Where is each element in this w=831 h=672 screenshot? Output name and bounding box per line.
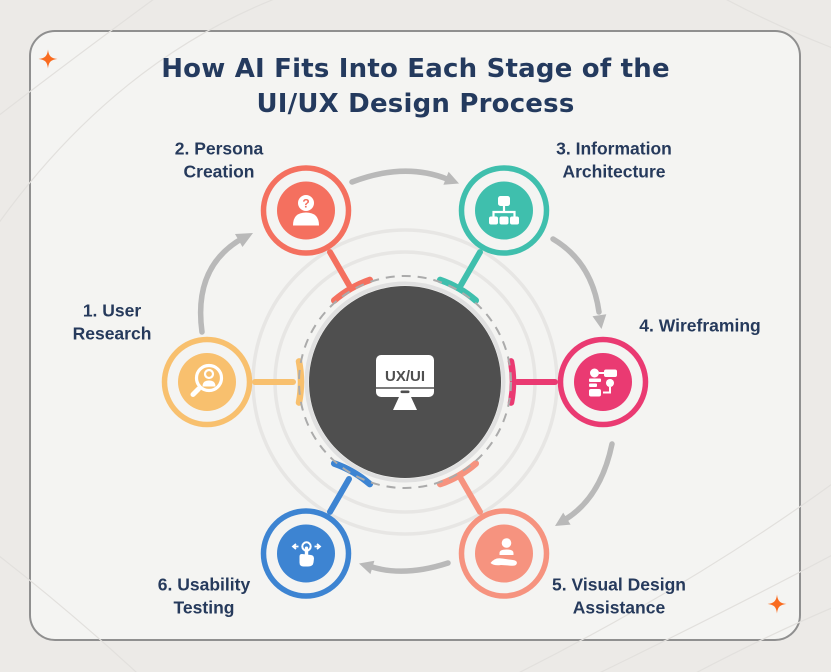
stage-label-persona-creation: 2. Persona Creation xyxy=(174,138,264,181)
flow-arrow-2-3 xyxy=(349,168,459,185)
flow-arrow-1-2 xyxy=(197,233,253,335)
stage-label-usability-testing: 6. Usability Testing xyxy=(157,574,251,617)
stage-label-visual-design-assistance: 5. Visual Design Assistance xyxy=(552,574,686,617)
center-label: UX/UI xyxy=(385,368,425,385)
page-title: How AI Fits Into Each Stage of the UI/UX… xyxy=(0,52,831,122)
tap-gesture-icon xyxy=(291,541,322,567)
flow-arrow-5-6 xyxy=(359,560,451,575)
central-hub: UX/UI xyxy=(298,275,512,489)
dashed-ring xyxy=(298,275,512,489)
stage-label-user-research: 1. User Research xyxy=(72,300,152,343)
stage-node-wireframing xyxy=(507,336,649,428)
stage-label-information-architecture: 3. Information Architecture xyxy=(556,138,672,181)
user-care-icon xyxy=(490,538,517,566)
sparkle-icon xyxy=(767,594,787,614)
flow-arrows xyxy=(197,168,615,575)
sitemap-icon xyxy=(489,196,519,225)
stage-node-persona-creation: ? xyxy=(260,165,374,304)
flow-arrow-3-4 xyxy=(550,236,607,329)
wireframe-icon xyxy=(589,368,617,397)
stage-label-wireframing: 4. Wireframing xyxy=(639,315,761,336)
stage-node-information-architecture xyxy=(436,165,550,304)
stage-node-visual-design-assistance xyxy=(436,460,550,599)
flow-arrow-4-5 xyxy=(555,441,615,526)
svg-text:?: ? xyxy=(302,196,309,210)
sparkle-icon xyxy=(38,49,58,69)
stage-node-usability-testing xyxy=(260,460,374,599)
page-title-line1: How AI Fits Into Each Stage of the xyxy=(161,54,670,84)
page-title-line2: UI/UX Design Process xyxy=(256,89,575,120)
user-search-icon xyxy=(190,363,224,397)
persona-question-icon: ? xyxy=(293,195,319,226)
stage-node-user-research xyxy=(161,336,305,428)
monitor-icon: UX/UI xyxy=(376,355,434,410)
